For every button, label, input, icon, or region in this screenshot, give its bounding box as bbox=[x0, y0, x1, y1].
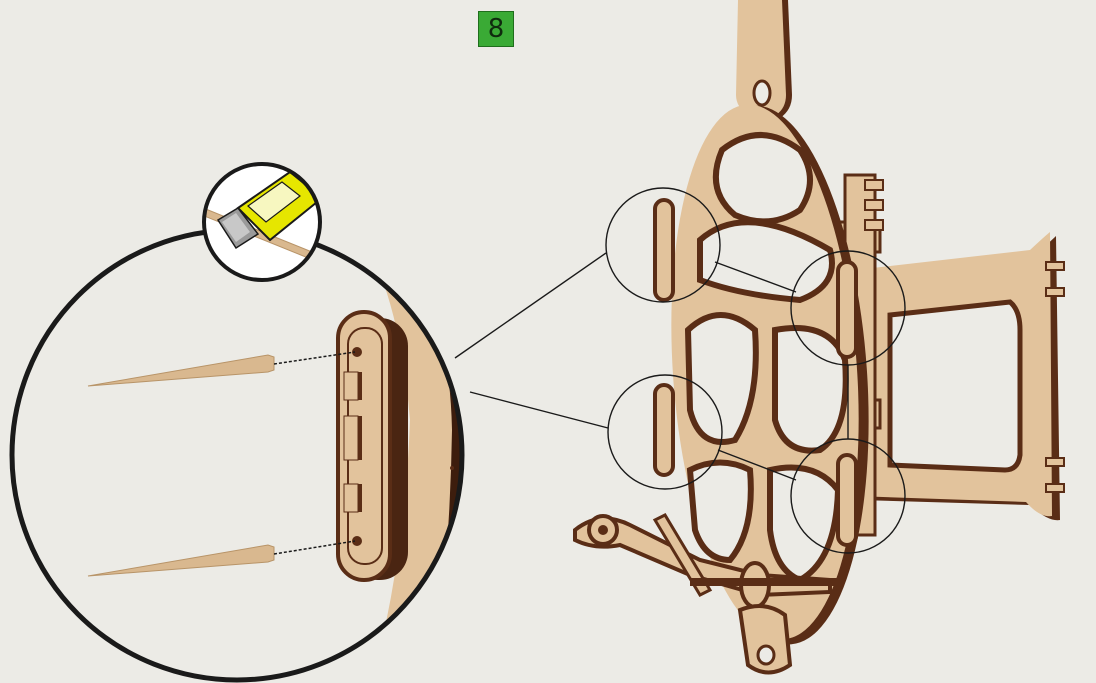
zoom-detail bbox=[9, 227, 465, 683]
glue-point-callouts bbox=[605, 187, 906, 554]
zoom-leader-lines bbox=[454, 252, 609, 429]
slot-plates bbox=[653, 198, 858, 547]
callout-circle-upper-left bbox=[605, 187, 721, 303]
step-number-badge: 8 bbox=[478, 11, 514, 47]
rear-rectangular-frame bbox=[855, 232, 1065, 521]
plywood-frame-assembly bbox=[454, 0, 1065, 675]
callout-circle-lower-left bbox=[607, 374, 723, 490]
zoomed-slot-plate bbox=[336, 310, 408, 582]
toothpick-pins bbox=[87, 351, 356, 577]
ring-cutouts bbox=[684, 132, 849, 584]
utility-knife-icon bbox=[202, 162, 322, 282]
top-hanger-arm bbox=[736, 0, 792, 120]
bottom-crank-linkage bbox=[573, 513, 840, 675]
